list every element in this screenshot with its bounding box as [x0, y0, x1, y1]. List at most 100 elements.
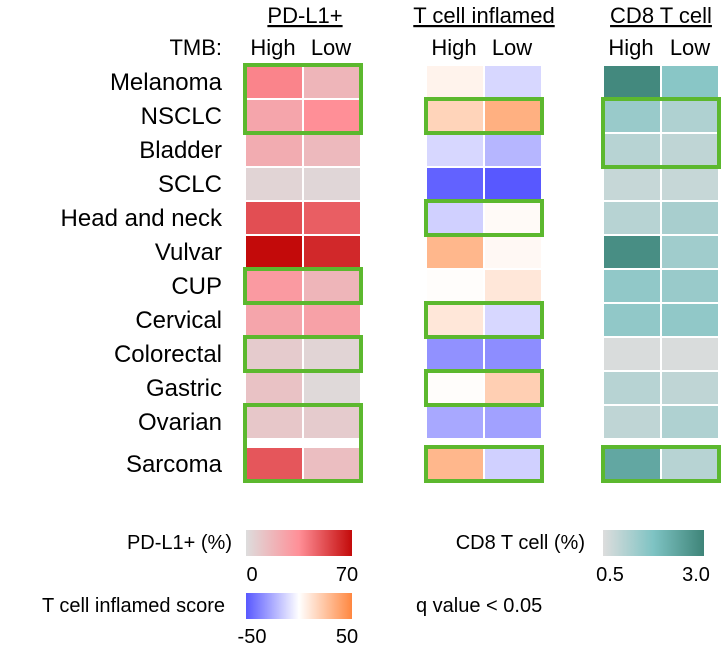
- legend-max-cd8: 3.0: [682, 564, 710, 586]
- cell-tcell-sarcoma-low: [485, 448, 541, 480]
- cell-pdl1-vulvar-low: [304, 236, 360, 268]
- cell-pdl1-ovarian-high: [246, 406, 302, 438]
- legend-max-tcell: 50: [336, 626, 358, 648]
- cell-pdl1-nsclc-low: [304, 100, 360, 132]
- cell-tcell-head-and-neck-high: [427, 202, 483, 234]
- cell-pdl1-head-and-neck-high: [246, 202, 302, 234]
- cell-tcell-melanoma-high: [427, 66, 483, 98]
- panel-titles: PD-L1+ T cell inflamed CD8 T cell: [267, 3, 712, 28]
- cell-pdl1-cup-low: [304, 270, 360, 302]
- col-label-tcell-high: High: [431, 35, 476, 60]
- cell-cd8-sclc-low: [662, 168, 718, 200]
- cell-cd8-nsclc-low: [662, 100, 718, 132]
- legend-min-cd8: 0.5: [596, 564, 624, 586]
- cell-pdl1-sarcoma-high: [246, 448, 302, 480]
- cell-pdl1-bladder-high: [246, 134, 302, 166]
- legend-bar-pdl1: [246, 530, 352, 556]
- cell-cd8-ovarian-low: [662, 406, 718, 438]
- cell-pdl1-head-and-neck-low: [304, 202, 360, 234]
- row-label-melanoma: Melanoma: [110, 69, 223, 96]
- row-label-cup: CUP: [171, 273, 222, 300]
- legend-bar-tcell: [246, 593, 352, 619]
- cell-cd8-sclc-high: [604, 168, 660, 200]
- legend-min-pdl1: 0: [246, 564, 257, 586]
- legend-cd8: CD8 T cell (%) 0.5 3.0: [456, 530, 710, 586]
- significance-box-tcell-1: [424, 199, 544, 237]
- cell-tcell-cervical-high: [427, 304, 483, 336]
- row-label-nsclc: NSCLC: [141, 103, 222, 130]
- cell-cd8-sarcoma-high: [604, 448, 660, 480]
- cell-tcell-sclc-high: [427, 168, 483, 200]
- cell-tcell-vulvar-high: [427, 236, 483, 268]
- cell-pdl1-cervical-low: [304, 304, 360, 336]
- significance-box-tcell-3: [424, 369, 544, 407]
- cell-pdl1-melanoma-low: [304, 66, 360, 98]
- legend-title-tcell: T cell inflamed score: [42, 595, 225, 617]
- cell-pdl1-colorectal-low: [304, 338, 360, 370]
- significance-box-pdl1-0: [243, 63, 363, 135]
- col-label-pdl1-high: High: [250, 35, 295, 60]
- cell-tcell-sarcoma-high: [427, 448, 483, 480]
- significance-box-tcell-4: [424, 445, 544, 483]
- cell-cd8-bladder-high: [604, 134, 660, 166]
- column-labels: High Low High Low High Low: [250, 35, 710, 60]
- col-label-cd8-high: High: [608, 35, 653, 60]
- cell-cd8-melanoma-low: [662, 66, 718, 98]
- cell-cd8-nsclc-high: [604, 100, 660, 132]
- panel-title-tcell: T cell inflamed: [413, 3, 554, 28]
- cell-pdl1-melanoma-high: [246, 66, 302, 98]
- legend-title-cd8: CD8 T cell (%): [456, 532, 585, 554]
- row-label-head-and-neck: Head and neck: [61, 205, 223, 232]
- cell-cd8-vulvar-low: [662, 236, 718, 268]
- cell-cd8-cup-high: [604, 270, 660, 302]
- cell-pdl1-gastric-high: [246, 372, 302, 404]
- significance-box-tcell-0: [424, 97, 544, 135]
- legend-significance: q value < 0.05: [416, 595, 542, 617]
- row-label-vulvar: Vulvar: [155, 239, 222, 266]
- row-label-bladder: Bladder: [139, 137, 222, 164]
- cell-cd8-gastric-low: [662, 372, 718, 404]
- cell-tcell-cup-high: [427, 270, 483, 302]
- cell-cd8-ovarian-high: [604, 406, 660, 438]
- significance-boxes: [243, 63, 721, 483]
- cell-pdl1-nsclc-high: [246, 100, 302, 132]
- col-label-pdl1-low: Low: [311, 35, 351, 60]
- cell-pdl1-cup-high: [246, 270, 302, 302]
- cell-tcell-nsclc-high: [427, 100, 483, 132]
- cell-pdl1-sclc-low: [304, 168, 360, 200]
- significance-box-pdl1-3: [243, 403, 363, 483]
- significance-box-cd8-1: [601, 445, 721, 483]
- cell-cd8-cervical-high: [604, 304, 660, 336]
- col-label-cd8-low: Low: [670, 35, 710, 60]
- cell-tcell-ovarian-high: [427, 406, 483, 438]
- significance-box-cd8-0: [601, 97, 721, 169]
- legend-max-pdl1: 70: [336, 564, 358, 586]
- significance-box-pdl1-2: [243, 335, 363, 373]
- cell-pdl1-ovarian-low: [304, 406, 360, 438]
- significance-box-pdl1-1: [243, 267, 363, 305]
- cell-cd8-cup-low: [662, 270, 718, 302]
- legend-min-tcell: -50: [238, 626, 267, 648]
- legend-title-pdl1: PD-L1+ (%): [127, 532, 232, 554]
- row-label-colorectal: Colorectal: [114, 341, 222, 368]
- cell-cd8-cervical-low: [662, 304, 718, 336]
- cell-cd8-gastric-high: [604, 372, 660, 404]
- cell-cd8-colorectal-high: [604, 338, 660, 370]
- cell-tcell-bladder-low: [485, 134, 541, 166]
- legend-q-value-note: q value < 0.05: [416, 595, 542, 617]
- heatmap-cells: [246, 66, 718, 480]
- cell-tcell-gastric-low: [485, 372, 541, 404]
- panel-title-cd8: CD8 T cell: [610, 3, 712, 28]
- row-labels: Melanoma NSCLC Bladder SCLC Head and nec…: [61, 69, 223, 478]
- col-label-tcell-low: Low: [492, 35, 532, 60]
- cell-cd8-vulvar-high: [604, 236, 660, 268]
- cell-tcell-head-and-neck-low: [485, 202, 541, 234]
- cell-tcell-vulvar-low: [485, 236, 541, 268]
- row-label-sclc: SCLC: [158, 171, 222, 198]
- panel-title-pdl1: PD-L1+: [267, 3, 342, 28]
- cell-cd8-melanoma-high: [604, 66, 660, 98]
- row-label-cervical: Cervical: [135, 307, 222, 334]
- cell-tcell-colorectal-low: [485, 338, 541, 370]
- cell-pdl1-vulvar-high: [246, 236, 302, 268]
